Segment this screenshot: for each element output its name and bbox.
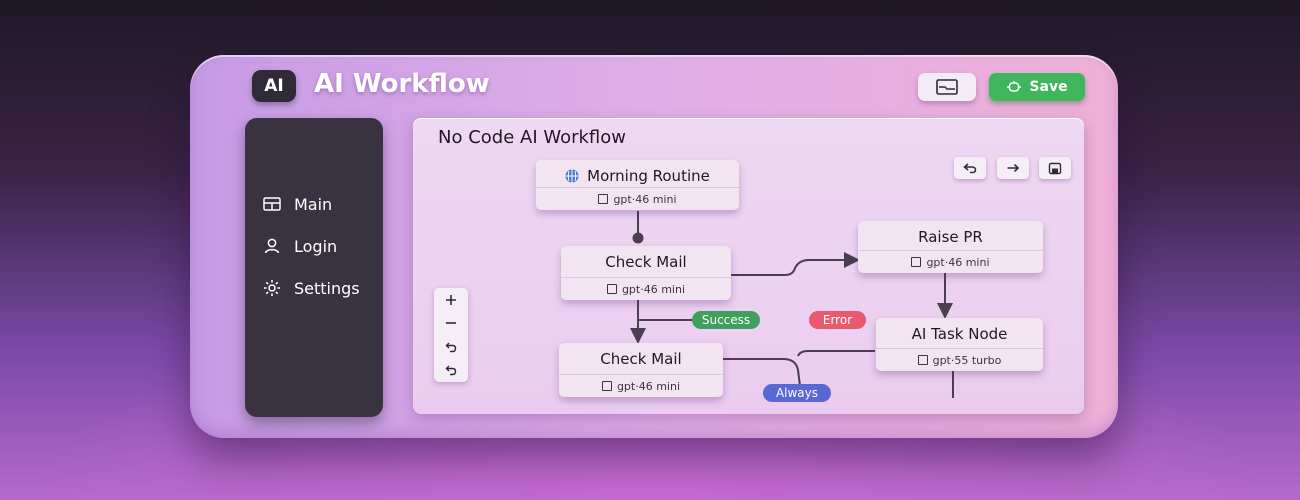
connection-lines [630,211,954,398]
canvas-title: No Code AI Workflow [438,127,626,148]
app-logo: AI [252,70,296,102]
node-model: gpt·46 mini [858,250,1043,273]
undo-zoom-button[interactable] [434,358,468,381]
node-title: AI Task Node [911,325,1008,343]
rotate-icon [445,342,457,352]
node-model: gpt·46 mini [561,277,731,300]
plus-icon [446,294,456,305]
redo-icon [1007,163,1020,173]
rotate-button[interactable] [434,335,468,358]
node-ai-task[interactable]: AI Task Node gpt·55 turbo [876,318,1043,371]
minus-icon [446,321,456,324]
node-model: gpt·46 mini [559,374,723,397]
sidebar-item-label: Main [294,194,333,214]
edge-label-success: Success [692,311,760,329]
sidebar-item-login[interactable]: Login [262,236,337,256]
bug-save-icon [1007,81,1022,92]
save-button[interactable]: Save [989,73,1085,101]
save-disk-icon [1048,162,1062,174]
layout-icon [263,197,281,211]
zoom-out-button[interactable] [434,311,468,334]
undo-icon [445,365,457,375]
node-title: Check Mail [605,253,687,271]
sidebar-item-label: Settings [294,278,360,298]
sidebar: Main Login Settings [245,118,383,417]
redo-button[interactable] [997,157,1029,179]
user-icon [264,238,280,254]
gear-icon [264,280,280,296]
node-model: gpt·55 turbo [876,348,1043,371]
edge-label-always: Always [763,384,831,402]
node-check-mail-1[interactable]: Check Mail gpt·46 mini [561,246,731,300]
node-raise-pr[interactable]: Raise PR gpt·46 mini [858,221,1043,273]
sidebar-item-label: Login [294,236,338,256]
sidebar-item-settings[interactable]: Settings [262,278,360,298]
workflow-canvas[interactable]: No Code AI Workflow [413,118,1084,414]
undo-icon [963,163,977,174]
save-label: Save [1029,79,1068,95]
zoom-controls [434,288,468,382]
node-morning-routine[interactable]: Morning Routine gpt·46 mini [536,160,739,210]
undo-button[interactable] [954,157,986,179]
app-title: AI Workflow [314,69,490,99]
node-title: Check Mail [600,350,682,368]
globe-icon [565,169,579,183]
node-title: Raise PR [918,228,983,246]
zoom-in-button[interactable] [434,288,468,311]
save-canvas-button[interactable] [1039,157,1071,179]
node-title: Morning Routine [536,167,739,185]
edge-label-error: Error [809,311,866,329]
node-check-mail-2[interactable]: Check Mail gpt·46 mini [559,343,723,397]
sidebar-item-main[interactable]: Main [262,194,332,214]
panel-layout-icon [936,79,958,95]
app-window: AI AI Workflow Save Main Login [190,55,1118,438]
node-model: gpt·46 mini [536,187,739,210]
layout-toggle-button[interactable] [918,73,976,101]
